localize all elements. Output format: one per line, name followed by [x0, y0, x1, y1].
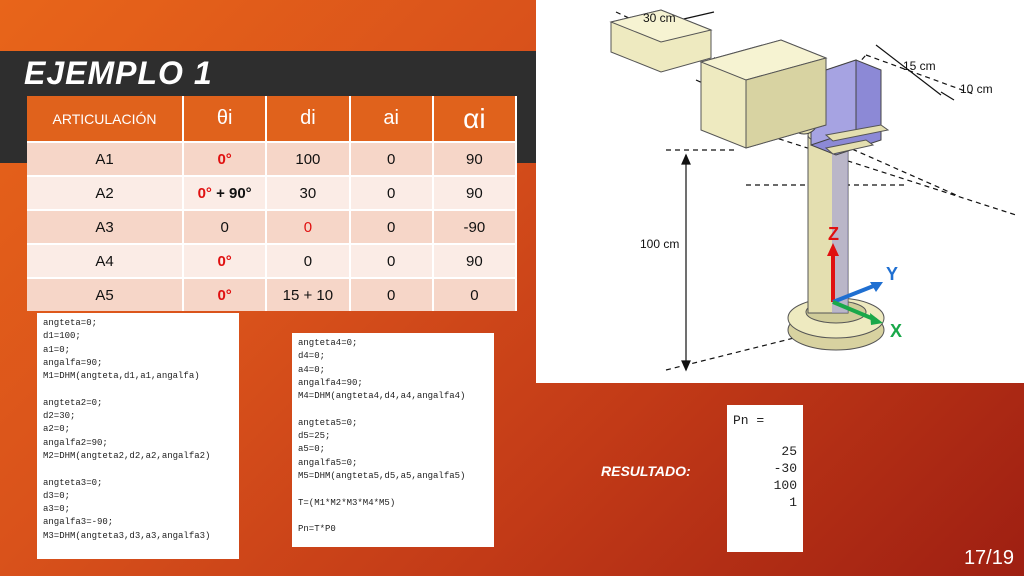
theta-red-part: 0° — [197, 184, 212, 202]
code-line: M1=DHM(angteta,d1,a1,angalfa) — [43, 371, 200, 382]
robot-arm-drawing: 30 cm 15 cm 10 cm 100 cm Z Y X — [609, 9, 1017, 372]
code-line: angalfa3=-90; — [43, 517, 114, 528]
pn-value: -30 — [773, 461, 797, 476]
code-line: Pn=T*P0 — [298, 524, 336, 535]
code-line: angteta5=0; — [298, 417, 358, 428]
cell-a: 0 — [349, 175, 434, 210]
code-line — [43, 383, 233, 396]
header-d: di — [266, 96, 351, 142]
code-line: M4=DHM(angteta4,d4,a4,angalfa4) — [298, 391, 466, 402]
cell-joint: A5 — [27, 277, 184, 311]
page-number: 17/19 — [963, 547, 1014, 569]
cell-theta: 0 — [183, 209, 268, 244]
table-row: A1 0° 100 0 90 — [27, 141, 518, 176]
header-articulacion: ARTICULACIÓN — [27, 96, 184, 142]
cell-a: 0 — [349, 209, 434, 244]
code-line — [298, 510, 488, 523]
header-alpha: αi — [432, 96, 518, 142]
pn-value: 25 — [781, 444, 797, 459]
cell-d: 100 — [266, 141, 351, 176]
dim-30-label: 30 cm — [643, 11, 676, 25]
code-line: a4=0; — [298, 364, 326, 375]
code-line: angalfa4=90; — [298, 377, 363, 388]
cell-joint: A3 — [27, 209, 184, 244]
code-line: M3=DHM(angteta3,d3,a3,angalfa3) — [43, 530, 211, 541]
table-row: A5 0° 15 + 10 0 0 — [27, 277, 518, 311]
pn-value: 1 — [789, 495, 797, 510]
theta-black-part: + 90° — [211, 184, 252, 202]
cell-a: 0 — [349, 277, 434, 311]
code-line: M2=DHM(angteta2,d2,a2,angalfa2) — [43, 450, 211, 461]
robot-arm-figure: 30 cm 15 cm 10 cm 100 cm Z Y X — [536, 0, 1024, 383]
code-line: d3=0; — [43, 490, 71, 501]
cell-joint: A4 — [27, 243, 184, 278]
cell-joint: A1 — [27, 141, 184, 176]
pn-value: 100 — [773, 478, 797, 493]
code-line: d2=30; — [43, 411, 76, 422]
code-line: d4=0; — [298, 351, 326, 362]
axis-y-label: Y — [886, 264, 898, 284]
header-theta: θi — [183, 96, 268, 142]
code-line: angteta4=0; — [298, 338, 358, 348]
code-line — [298, 483, 488, 496]
code-line: d1=100; — [43, 331, 81, 342]
code-line: angteta3=0; — [43, 477, 103, 488]
cell-alpha: 90 — [432, 243, 518, 278]
code-line: angteta2=0; — [43, 397, 103, 408]
cell-d: 15 + 10 — [266, 277, 351, 311]
code-line: a1=0; — [43, 344, 71, 355]
code-line: angalfa=90; — [43, 357, 103, 368]
table-row: A4 0° 0 0 90 — [27, 243, 518, 278]
cell-alpha: 90 — [432, 141, 518, 176]
code-line: angalfa2=90; — [43, 437, 108, 448]
dim-10-label: 10 cm — [960, 82, 993, 96]
code-line — [298, 403, 488, 416]
cell-alpha: 0 — [432, 277, 518, 311]
page-title: EJEMPLO 1 — [24, 55, 213, 91]
pn-result-panel: Pn = 25 -30 100 1 — [727, 405, 803, 552]
code-line: d5=25; — [298, 431, 331, 442]
code-panel-right: angteta4=0; d4=0; a4=0; angalfa4=90; M4=DHM(… — [292, 333, 494, 547]
code-line — [43, 463, 233, 476]
table-row: A2 0° + 90° 30 0 90 — [27, 175, 518, 210]
cell-joint: A2 — [27, 175, 184, 210]
cell-theta: 0° — [183, 141, 268, 176]
code-line: T=(M1*M2*M3*M4*M5) — [298, 497, 396, 508]
code-panel-left: angteta=0; d1=100; a1=0; angalfa=90; M1=DHM(… — [37, 313, 239, 559]
cell-theta: 0° — [183, 277, 268, 311]
header-a: ai — [349, 96, 434, 142]
cell-d: 30 — [266, 175, 351, 210]
dim-15-label: 15 cm — [903, 59, 936, 73]
code-line: a2=0; — [43, 424, 71, 435]
pn-head: Pn = — [733, 413, 765, 428]
cell-a: 0 — [349, 243, 434, 278]
cell-alpha: -90 — [432, 209, 518, 244]
cell-a: 0 — [349, 141, 434, 176]
resultado-label: RESULTADO: — [601, 463, 691, 479]
code-line: a3=0; — [43, 504, 71, 515]
dim-100-label: 100 cm — [640, 237, 679, 251]
code-line: angteta=0; — [43, 318, 98, 328]
code-line: a5=0; — [298, 444, 326, 455]
cell-d: 0 — [266, 209, 351, 244]
cell-theta: 0° — [183, 243, 268, 278]
dh-parameter-table: ARTICULACIÓN θi di ai αi A1 0° 100 0 90 … — [27, 96, 518, 311]
code-line: M5=DHM(angteta5,d5,a5,angalfa5) — [298, 470, 466, 481]
cell-d: 0 — [266, 243, 351, 278]
code-line: angalfa5=0; — [298, 457, 358, 468]
cell-theta: 0° + 90° — [183, 175, 268, 210]
table-row: A3 0 0 0 -90 — [27, 209, 518, 244]
axis-x-label: X — [890, 321, 902, 341]
cell-alpha: 90 — [432, 175, 518, 210]
axis-z-label: Z — [828, 224, 839, 244]
